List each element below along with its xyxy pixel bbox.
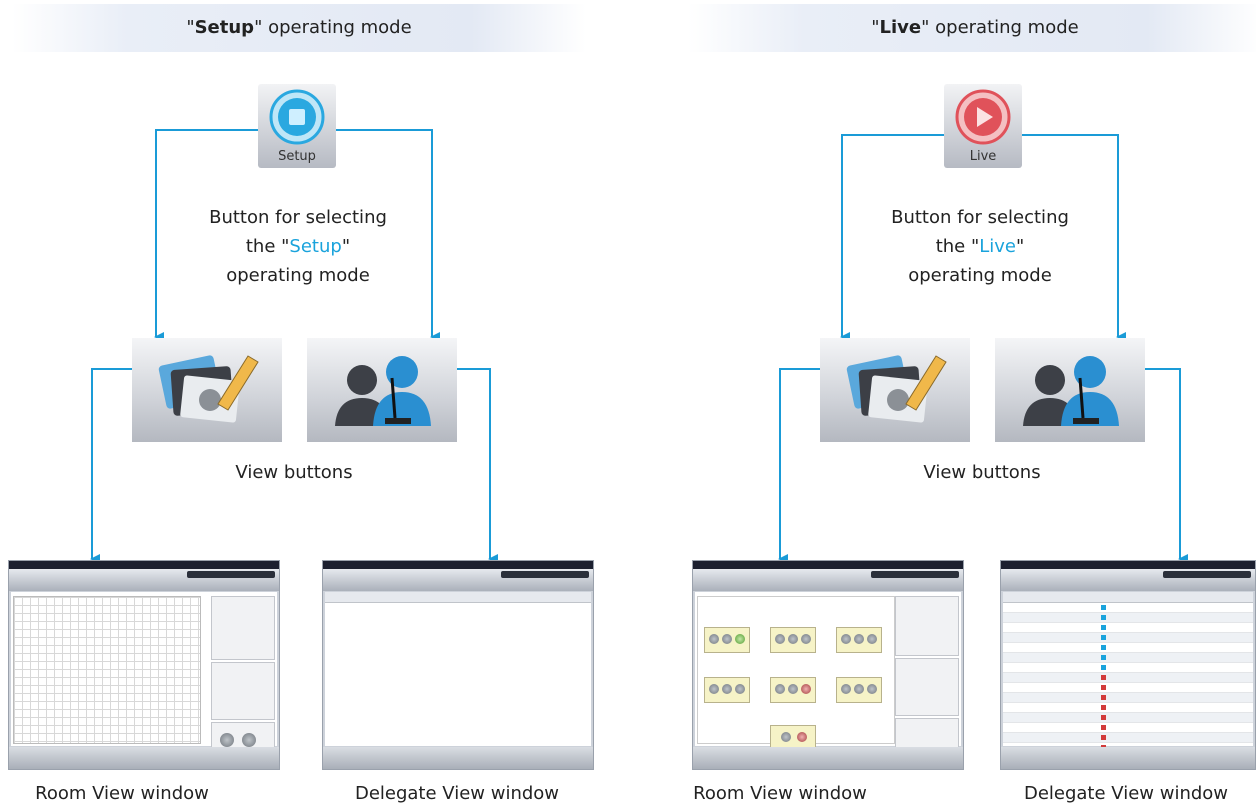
table-row — [1003, 623, 1253, 633]
room-grid — [13, 596, 201, 744]
desc-line-2-highlight: Setup — [289, 236, 342, 257]
setup-button-label: Setup — [278, 149, 316, 164]
arrow-room-view-button-to-window — [90, 368, 132, 564]
setup-banner-rest: " operating mode — [254, 17, 412, 38]
setup-view-buttons-caption: View buttons — [235, 462, 353, 483]
setup-mode-banner: "Setup" operating mode — [12, 4, 586, 52]
table-row — [1003, 673, 1253, 683]
table-row — [1003, 643, 1253, 653]
live-banner-strong: Live — [879, 17, 922, 38]
table-row — [1003, 693, 1253, 703]
live-room-view-button[interactable] — [820, 338, 970, 442]
arrow-delegate-view-button-to-window — [457, 368, 498, 564]
live-delegate-view-caption: Delegate View window — [1023, 783, 1229, 804]
arrow-setup-to-room-view-button — [154, 129, 258, 342]
desc-line-3: operating mode — [226, 265, 370, 286]
room-view-button[interactable] — [132, 338, 282, 442]
side-panel — [211, 662, 275, 720]
side-panel — [211, 596, 275, 660]
desc-line-3: operating mode — [908, 265, 1052, 286]
side-panel — [895, 658, 959, 716]
live-mode-button[interactable]: Live — [944, 84, 1022, 168]
table-row — [1003, 663, 1253, 673]
room-view-icon — [846, 355, 947, 423]
desc-line-2-post: " — [341, 236, 351, 257]
live-mode-banner: "Live" operating mode — [688, 4, 1256, 52]
arrow-setup-to-delegate-view-button — [330, 129, 440, 342]
live-room-view-caption: Room View window — [693, 783, 867, 804]
arrow-live-delegate-view-button-to-window — [1145, 368, 1188, 564]
setup-button-description: Button for selecting the "Setup" operati… — [168, 203, 428, 290]
table-row — [1003, 633, 1253, 643]
setup-room-view-window — [8, 560, 280, 770]
live-banner-rest: " operating mode — [921, 17, 1079, 38]
setup-room-view-caption: Room View window — [35, 783, 209, 804]
room-layout — [697, 596, 895, 751]
setup-delegate-view-caption: Delegate View window — [354, 783, 560, 804]
desc-line-1: Button for selecting — [209, 207, 387, 228]
desc-line-2-pre: the " — [245, 236, 290, 257]
live-room-view-window — [692, 560, 964, 770]
table-row — [1003, 733, 1253, 743]
banner-quote: " — [871, 17, 880, 38]
live-button-description: Button for selecting the "Live" operatin… — [850, 203, 1110, 290]
table-row — [1003, 603, 1253, 613]
stop-icon — [269, 89, 325, 145]
live-delegate-view-window — [1000, 560, 1256, 770]
table-row — [1003, 703, 1253, 713]
setup-banner-strong: Setup — [194, 17, 255, 38]
table-row — [1003, 613, 1253, 623]
arrow-live-room-view-button-to-window — [778, 368, 820, 564]
table-row — [1003, 683, 1253, 693]
arrow-live-to-room-view-button — [840, 134, 944, 342]
table-row — [1003, 713, 1253, 723]
desc-line-1: Button for selecting — [891, 207, 1069, 228]
setup-delegate-view-window — [322, 560, 594, 770]
table-row — [1003, 723, 1253, 733]
delegate-view-button[interactable] — [307, 338, 457, 442]
desc-line-2-pre: the " — [935, 236, 980, 257]
live-button-label: Live — [969, 149, 997, 164]
delegate-view-icon — [335, 356, 431, 426]
live-view-buttons-caption: View buttons — [923, 462, 1041, 483]
banner-quote: " — [186, 17, 195, 38]
arrow-live-to-delegate-view-button — [1020, 134, 1126, 342]
room-view-icon — [158, 355, 259, 423]
side-panel — [895, 596, 959, 656]
setup-mode-button[interactable]: Setup — [258, 84, 336, 168]
desc-line-2-highlight: Live — [979, 236, 1017, 257]
desc-line-2-post: " — [1016, 236, 1025, 257]
delegate-view-icon — [1023, 356, 1119, 426]
desc-line-2: the "Setup" — [168, 232, 428, 261]
table-row — [1003, 653, 1253, 663]
play-icon — [955, 89, 1011, 145]
desc-line-2: the "Live" — [850, 232, 1110, 261]
live-delegate-view-button[interactable] — [995, 338, 1145, 442]
